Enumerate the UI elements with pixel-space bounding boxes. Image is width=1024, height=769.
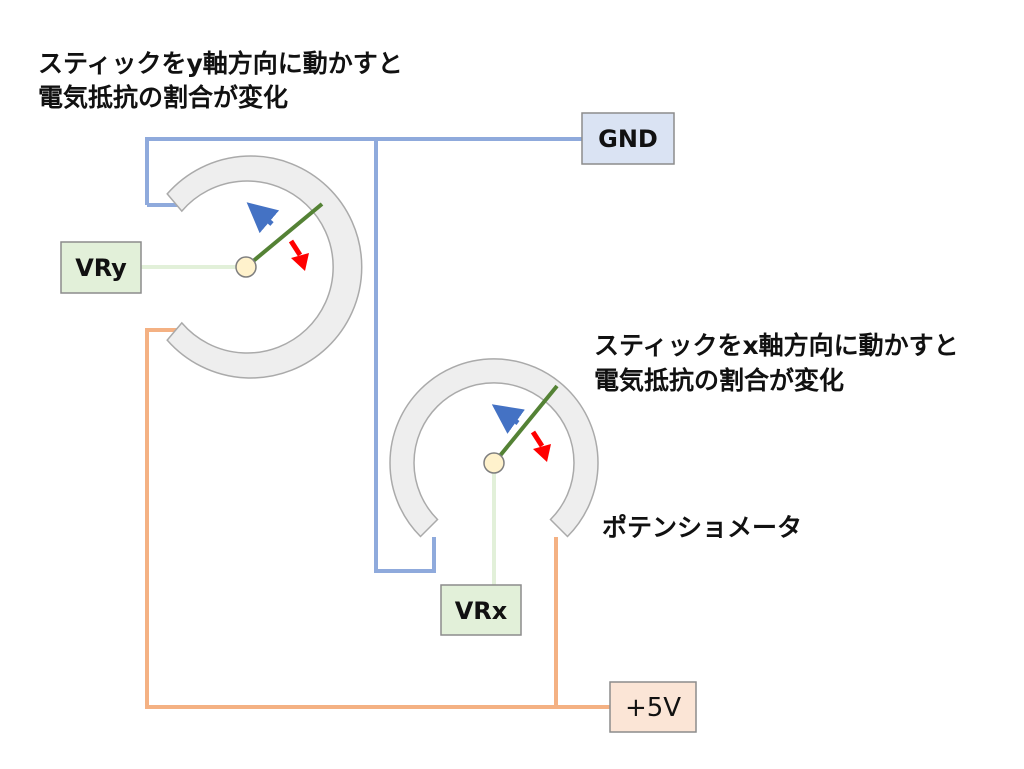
vry-label: VRy bbox=[75, 254, 127, 282]
potentiometer-x-wiper bbox=[492, 384, 559, 465]
arrow-ccw-icon bbox=[491, 404, 525, 434]
vrx-label: VRx bbox=[455, 597, 508, 625]
vry-terminal: VRy bbox=[60, 241, 142, 294]
gnd-terminal: GND bbox=[581, 112, 675, 165]
potentiometer-y bbox=[166, 155, 363, 379]
vry-box bbox=[60, 241, 142, 294]
arrow-cw-icon bbox=[288, 239, 303, 257]
caption-x-line2: 電気抵抗の割合が変化 bbox=[594, 366, 844, 395]
vrx-box bbox=[440, 584, 522, 636]
potentiometer-x bbox=[389, 358, 599, 538]
vcc-terminal: +5V bbox=[609, 681, 697, 733]
arrow-cw-icon bbox=[530, 430, 545, 448]
vcc-label: +5V bbox=[625, 693, 681, 723]
potentiometer-x-pivot bbox=[483, 452, 505, 474]
vcc-wire-main bbox=[145, 328, 610, 709]
caption-y-line2: 電気抵抗の割合が変化 bbox=[38, 83, 288, 112]
vcc-box bbox=[609, 681, 697, 733]
potentiometer-y-pivot bbox=[235, 256, 257, 278]
potentiometer-label: ポテンショメータ bbox=[602, 513, 802, 542]
vrx-terminal: VRx bbox=[440, 584, 522, 636]
gnd-wire-main bbox=[145, 137, 582, 205]
gnd-wire-x-branch bbox=[374, 139, 436, 573]
potentiometer-y-wiper bbox=[244, 202, 324, 269]
arrow-ccw-icon bbox=[246, 202, 280, 234]
gnd-label: GND bbox=[598, 125, 658, 153]
caption-x-line1: スティックをx軸方向に動かすと bbox=[594, 331, 959, 360]
vcc-wiring bbox=[145, 328, 610, 709]
gnd-box bbox=[581, 112, 675, 165]
arrow-cw-head-icon bbox=[533, 444, 551, 462]
arrow-cw-head-icon bbox=[291, 253, 309, 271]
caption-y-line1: スティックをy軸方向に動かすと bbox=[38, 49, 403, 78]
gnd-wiring bbox=[145, 137, 582, 573]
potentiometer-x-track bbox=[389, 358, 599, 538]
